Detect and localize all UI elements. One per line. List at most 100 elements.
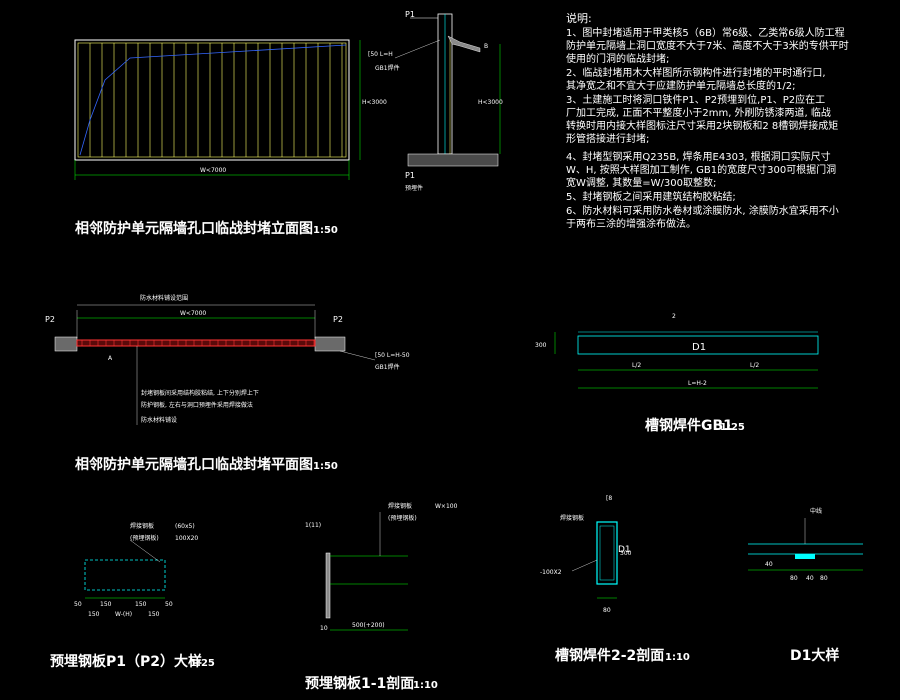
plan-scale: 1:50 — [313, 461, 338, 472]
note-line: 3、土建施工时将洞口铁件P1、P2预埋到位,P1、P2应在工 — [566, 93, 825, 106]
plan-callout-3: 防水材料铺设 — [141, 416, 177, 424]
plan-mark-a: A — [108, 355, 113, 362]
elevation-panel — [77, 42, 347, 158]
gb1-section-label-top: [8 — [606, 495, 612, 502]
plan-callout-1: 封堵钢板间采用结构胶粘结, 上下分别焊上下 — [141, 389, 259, 397]
p1-label-1: 焊接钢板 — [130, 522, 154, 530]
p1-section-title: 预埋钢板1-1剖面 — [305, 675, 414, 692]
section-top-bracket — [447, 35, 481, 53]
d1-dim: 40 — [806, 575, 814, 582]
p1-section-label-b: (预埋钢板) — [388, 514, 417, 522]
notes-block: 说明: 1、图中封堵适用于甲类核5（6B）常6级、乙类常6级人防工程 防护单元隔… — [566, 11, 849, 230]
elevation-panel-lines — [89, 43, 343, 157]
section-gb-label: GB1焊件 — [375, 64, 400, 72]
gb1-view: D1 2 L/2 L/2 L=H-2 300 槽钢焊件GB1 1:25 — [535, 313, 819, 434]
section-dim-h: H<3000 — [478, 99, 503, 106]
elevation-title: 相邻防护单元隔墙孔口临战封堵立面图 — [75, 220, 313, 237]
note-line: 6、防水材料可采用防水卷材或涂膜防水, 涂膜防水宜采用不小 — [566, 204, 839, 217]
gb1-section-label-left: 焊接钢板 — [560, 514, 584, 522]
p1-dim: 150 — [100, 601, 112, 608]
p1-section-plate — [325, 552, 331, 619]
p1-section-top-label: 1(11) — [305, 522, 321, 529]
p1-dim: 150 — [148, 611, 160, 618]
gb1-section-view: 80 300 [8 焊接钢板 D1 -100X2 槽钢焊件2-2剖面 1:10 — [540, 495, 690, 664]
p1-title: 预埋钢板P1（P2）大样 — [50, 653, 202, 670]
note-line: 转换时用内接大样图标注尺寸采用2块钢板和2 8槽钢焊接成矩 — [566, 119, 838, 132]
side-section-view: P1 P1 预埋件 [50 L=H GB1焊件 B H<3000 — [368, 10, 503, 192]
note-line: 于两布三涂的增强涂布做法。 — [566, 217, 696, 230]
section-steel-label: [50 L=H — [368, 51, 393, 58]
p1-dim: 50 — [74, 601, 82, 608]
p1-top-label: P1 — [405, 10, 415, 19]
gb1-body — [577, 335, 819, 355]
note-line: 1、图中封堵适用于甲类核5（6B）常6级、乙类常6级人防工程 — [566, 26, 845, 39]
p1-tag-2: 100X20 — [175, 535, 198, 542]
note-line: 4、封堵型钢采用Q235B, 焊条用E4303, 根据洞口实际尺寸 — [566, 150, 831, 163]
p1-section-dim-left: 10 — [320, 625, 328, 632]
p1-scale: 1:25 — [190, 658, 215, 669]
section-bottom-label: 预埋件 — [405, 184, 423, 192]
gb1-section-label-d1: D1 — [618, 545, 631, 555]
p1-leader — [129, 539, 161, 563]
plan-seal-ticks — [81, 340, 315, 346]
note-line: 厂加工完成, 正面不平整度小于2mm, 外刷防锈漆两道, 临战 — [566, 106, 831, 119]
note-line: 宽W调整, 其数量=W/300取整数; — [566, 176, 716, 189]
plan-view: W<7000 防水材料铺设范围 P2 P2 A [50 L=H-50 GB1焊件… — [45, 294, 410, 473]
p1-label-2: (预埋钢板) — [130, 534, 159, 542]
plan-wall-right — [314, 336, 346, 352]
note-line: 5、封堵钢板之间采用建筑结构胶粘结; — [566, 190, 736, 203]
p1-bottom-label: P1 — [405, 171, 415, 180]
plan-dim-w: W<7000 — [180, 310, 206, 317]
p1-section-view: 500(+200) 10 1(11) 焊接钢板 (预埋钢板) W×100 预埋钢… — [305, 502, 458, 692]
elevation-dim-h: H<3000 — [362, 99, 387, 106]
note-line: 形管搭接进行封堵; — [566, 132, 649, 145]
gb1-section-scale: 1:10 — [665, 652, 690, 663]
d1-label-top: 中线 — [810, 507, 822, 515]
d1-detail-view: 中线 40 80 40 80 D1大样 — [748, 507, 863, 664]
gb1-dim-l2: L/2 — [750, 362, 759, 369]
p1-section-tag: W×100 — [435, 503, 458, 510]
plan-p2-left: P2 — [45, 315, 55, 324]
gb1-dim-left: 300 — [535, 342, 547, 349]
d1-dim: 40 — [765, 561, 773, 568]
p1-dim: 150 — [135, 601, 147, 608]
elevation-view: W<7000 H<3000 相邻防护单元隔墙孔口临战封堵立面图 1:50 — [74, 39, 387, 237]
elevation-dim-w: W<7000 — [200, 167, 226, 174]
p1-section-dim-bottom: 500(+200) — [352, 622, 385, 629]
p1-section-label-a: 焊接钢板 — [388, 502, 412, 510]
gb1-section-label-bottom: -100X2 — [540, 569, 562, 576]
note-line: 2、临战封堵用木大样图所示钢构件进行封堵的平时通行口, — [566, 66, 826, 79]
gb1-title: 槽钢焊件GB1 — [645, 417, 733, 434]
gb1-scale: 1:25 — [720, 422, 745, 433]
plan-right-leader — [339, 350, 376, 361]
gb1-mark-2: 2 — [672, 313, 676, 320]
gb1-section-dim-right: 300 — [620, 550, 632, 557]
d1-weld — [795, 554, 815, 559]
elevation-frame — [74, 39, 350, 161]
plan-right-label-2: GB1焊件 — [375, 363, 400, 371]
plan-callout-2: 防护钢板, 左右与洞口预埋件采用焊接做法 — [141, 401, 253, 409]
gb1-dim-total: L=H-2 — [688, 380, 707, 387]
plan-seal-strip — [76, 339, 316, 347]
p1-dim: 150 — [88, 611, 100, 618]
elevation-dashed-curve — [79, 44, 347, 156]
d1-title: D1大样 — [790, 647, 839, 664]
plan-top-note: 防水材料铺设范围 — [140, 294, 188, 302]
gb1-center-label: D1 — [692, 342, 706, 353]
note-line: 使用的门洞的临战封堵; — [566, 52, 669, 65]
note-line: 其净宽之和不宜大于应建防护单元隔墙总长度的1/2; — [566, 79, 795, 92]
note-line: 防护单元隔墙上洞口宽度不大于7米、高度不大于3米的专供平时 — [566, 39, 849, 52]
section-mark-b: B — [484, 43, 488, 50]
notes-heading: 说明: — [566, 11, 592, 25]
plan-title: 相邻防护单元隔墙孔口临战封堵平面图 — [75, 456, 313, 473]
plan-p2-right: P2 — [333, 315, 343, 324]
p1-section-scale: 1:10 — [413, 680, 438, 691]
gb1-section-dim-bottom: 80 — [603, 607, 611, 614]
p1-plate — [84, 559, 166, 591]
d1-dim: 80 — [790, 575, 798, 582]
p1-dim: W-(H) — [115, 611, 132, 618]
section-steel-leader — [394, 39, 441, 59]
p1-detail-view: 焊接钢板 (预埋钢板) (60x5) 100X20 50 150 150 W-(… — [50, 522, 215, 670]
p1-tag-1: (60x5) — [175, 523, 195, 530]
